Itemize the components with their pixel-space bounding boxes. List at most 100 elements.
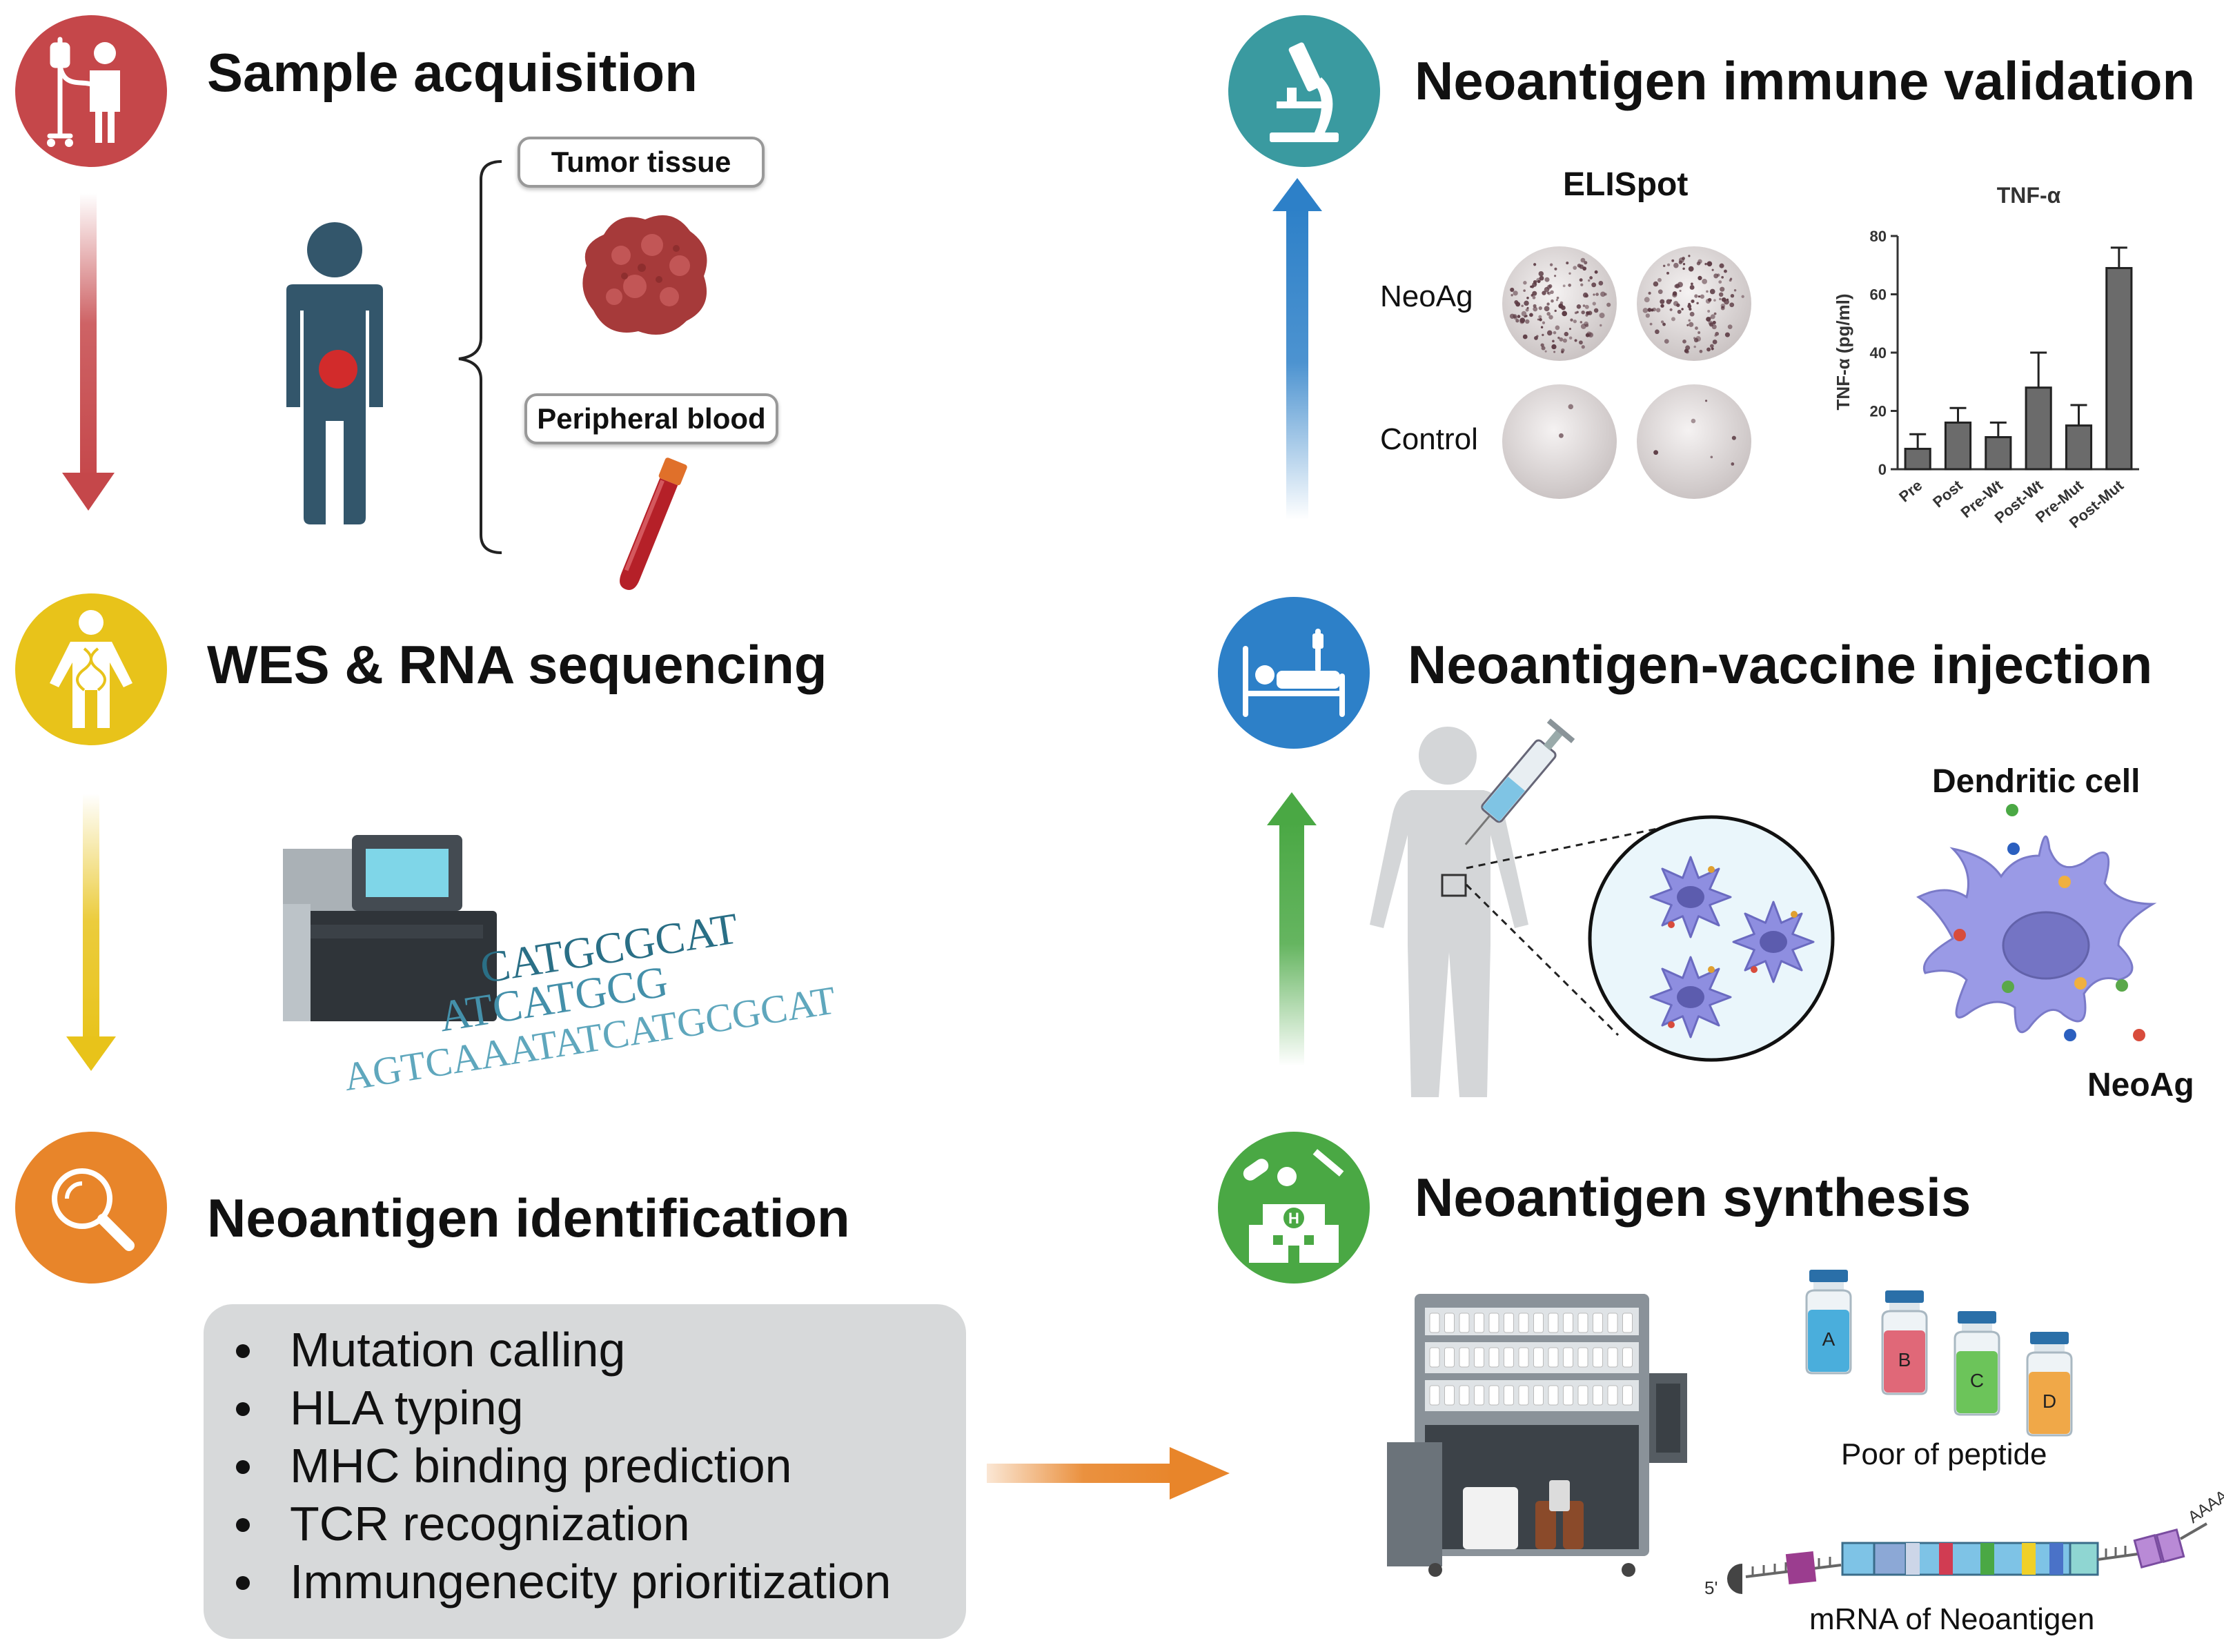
elispot-spot	[1731, 435, 1736, 440]
elispot-spot	[1653, 450, 1659, 455]
immune-validation-title: Neoantigen immune validation	[1415, 50, 2196, 111]
elispot-spot	[1721, 275, 1724, 279]
elispot-spot	[1712, 340, 1718, 344]
elispot-well-neoag-2	[1637, 246, 1751, 361]
down-arrow-red	[62, 193, 115, 511]
elispot-spot	[1555, 325, 1560, 331]
elispot-row-neoag: NeoAg	[1380, 279, 1473, 313]
elispot-spot	[1598, 281, 1604, 286]
elispot-spot	[1513, 291, 1518, 296]
vial-label: B	[1898, 1349, 1911, 1370]
chart-bar-pre-wt	[1985, 436, 2012, 471]
list-item: Immungenecity prioritization	[207, 1553, 891, 1611]
poly-a-tail-label: AAAA	[2185, 1486, 2224, 1527]
sample-acquisition-title: Sample acquisition	[207, 42, 698, 103]
vial-label: A	[1822, 1328, 1836, 1350]
elispot-spot	[1647, 308, 1652, 312]
elispot-spot	[1714, 334, 1717, 337]
elispot-spot	[1682, 267, 1685, 271]
elispot-spot	[1580, 283, 1584, 286]
chart-y-tick-label: 0	[1878, 461, 1887, 478]
elispot-spot	[1660, 299, 1665, 304]
elispot-spot	[1573, 266, 1577, 270]
elispot-spot	[1521, 311, 1527, 317]
right-arrow-orange	[987, 1447, 1230, 1499]
elispot-spot	[1671, 259, 1675, 262]
elispot-spot	[1555, 299, 1558, 302]
elispot-spot	[1667, 263, 1671, 266]
elispot-spot	[1544, 286, 1550, 293]
elispot-spot	[1707, 310, 1711, 313]
elispot-spot	[1510, 287, 1515, 293]
microscope-icon	[1270, 42, 1339, 142]
sample-bracket	[458, 160, 502, 554]
elispot-spot	[1604, 293, 1607, 296]
elispot-spot	[1704, 400, 1708, 402]
elispot-spot	[1562, 338, 1567, 343]
elispot-spot	[1568, 272, 1571, 275]
elispot-spot	[1580, 321, 1583, 324]
elispot-spot	[1564, 331, 1569, 337]
synthesis-title: Neoantigen synthesis	[1415, 1167, 1971, 1228]
elispot-spot	[1691, 299, 1695, 304]
elispot-spot	[1677, 282, 1683, 288]
elispot-spot	[1581, 345, 1585, 349]
elispot-spot	[1713, 299, 1716, 302]
elispot-spot	[1686, 324, 1689, 326]
elispot-spot	[1515, 319, 1519, 323]
elispot-spot	[1549, 263, 1553, 266]
elispot-spot	[1711, 324, 1717, 330]
elispot-spot	[1584, 304, 1589, 309]
chart-bar-post-mut	[2105, 266, 2133, 471]
elispot-spot	[1685, 350, 1689, 354]
elispot-spot	[1706, 347, 1711, 352]
zoom-callout	[1465, 821, 1688, 1036]
elispot-spot	[1574, 339, 1577, 342]
elispot-spot	[1553, 331, 1557, 335]
elispot-spot	[1559, 301, 1564, 305]
neoag-label: NeoAg	[2087, 1067, 2194, 1103]
elispot-spot	[1576, 311, 1579, 314]
elispot-spot	[1551, 299, 1554, 303]
elispot-spot	[1696, 302, 1699, 305]
chart-y-axis-label: TNF-α (pg/ml)	[1833, 293, 1853, 410]
elispot-spot	[1533, 263, 1537, 266]
elispot-spot	[1688, 319, 1691, 322]
elispot-spot	[1706, 261, 1713, 267]
elispot-well-control-1	[1502, 384, 1617, 499]
elispot-spot	[1687, 304, 1692, 308]
elispot-spot	[1570, 318, 1573, 322]
elispot-spot	[1642, 308, 1649, 313]
elispot-spot	[1582, 304, 1586, 307]
chart-y-tick-label: 80	[1870, 228, 1887, 245]
list-item: TCR recognization	[207, 1495, 891, 1553]
elispot-spot	[1584, 261, 1588, 265]
elispot-spot	[1578, 340, 1583, 345]
elispot-spot	[1556, 296, 1559, 299]
elispot-spot	[1600, 291, 1606, 297]
mrna-label: mRNA of Neoantigen	[1809, 1602, 2095, 1636]
elispot-spot	[1655, 329, 1660, 335]
elispot-spot	[1688, 255, 1691, 257]
elispot-spot	[1685, 345, 1691, 351]
elispot-spot	[1719, 263, 1724, 268]
chart-bar-pre	[1904, 447, 1931, 471]
elispot-spot	[1541, 346, 1546, 351]
elispot-spot	[1579, 264, 1584, 269]
elispot-spot	[1544, 350, 1547, 353]
identification-methods-list: Mutation calling HLA typing MHC binding …	[207, 1321, 891, 1611]
elispot-spot	[1704, 262, 1707, 266]
elispot-spot	[1694, 294, 1698, 298]
elispot-spot	[1682, 263, 1686, 266]
elispot-spot	[1557, 336, 1560, 340]
elispot-spot	[1532, 291, 1537, 296]
elispot-spot	[1524, 300, 1529, 306]
five-prime-label: 5'	[1704, 1577, 1718, 1598]
elispot-spot	[1713, 312, 1717, 315]
elispot-spot	[1655, 308, 1661, 313]
hospital-icon: H	[1243, 1149, 1344, 1263]
elispot-spot	[1711, 268, 1714, 271]
elispot-spot	[1660, 304, 1664, 308]
vial-b: B	[1881, 1290, 1928, 1395]
vial-label: C	[1970, 1370, 1984, 1391]
